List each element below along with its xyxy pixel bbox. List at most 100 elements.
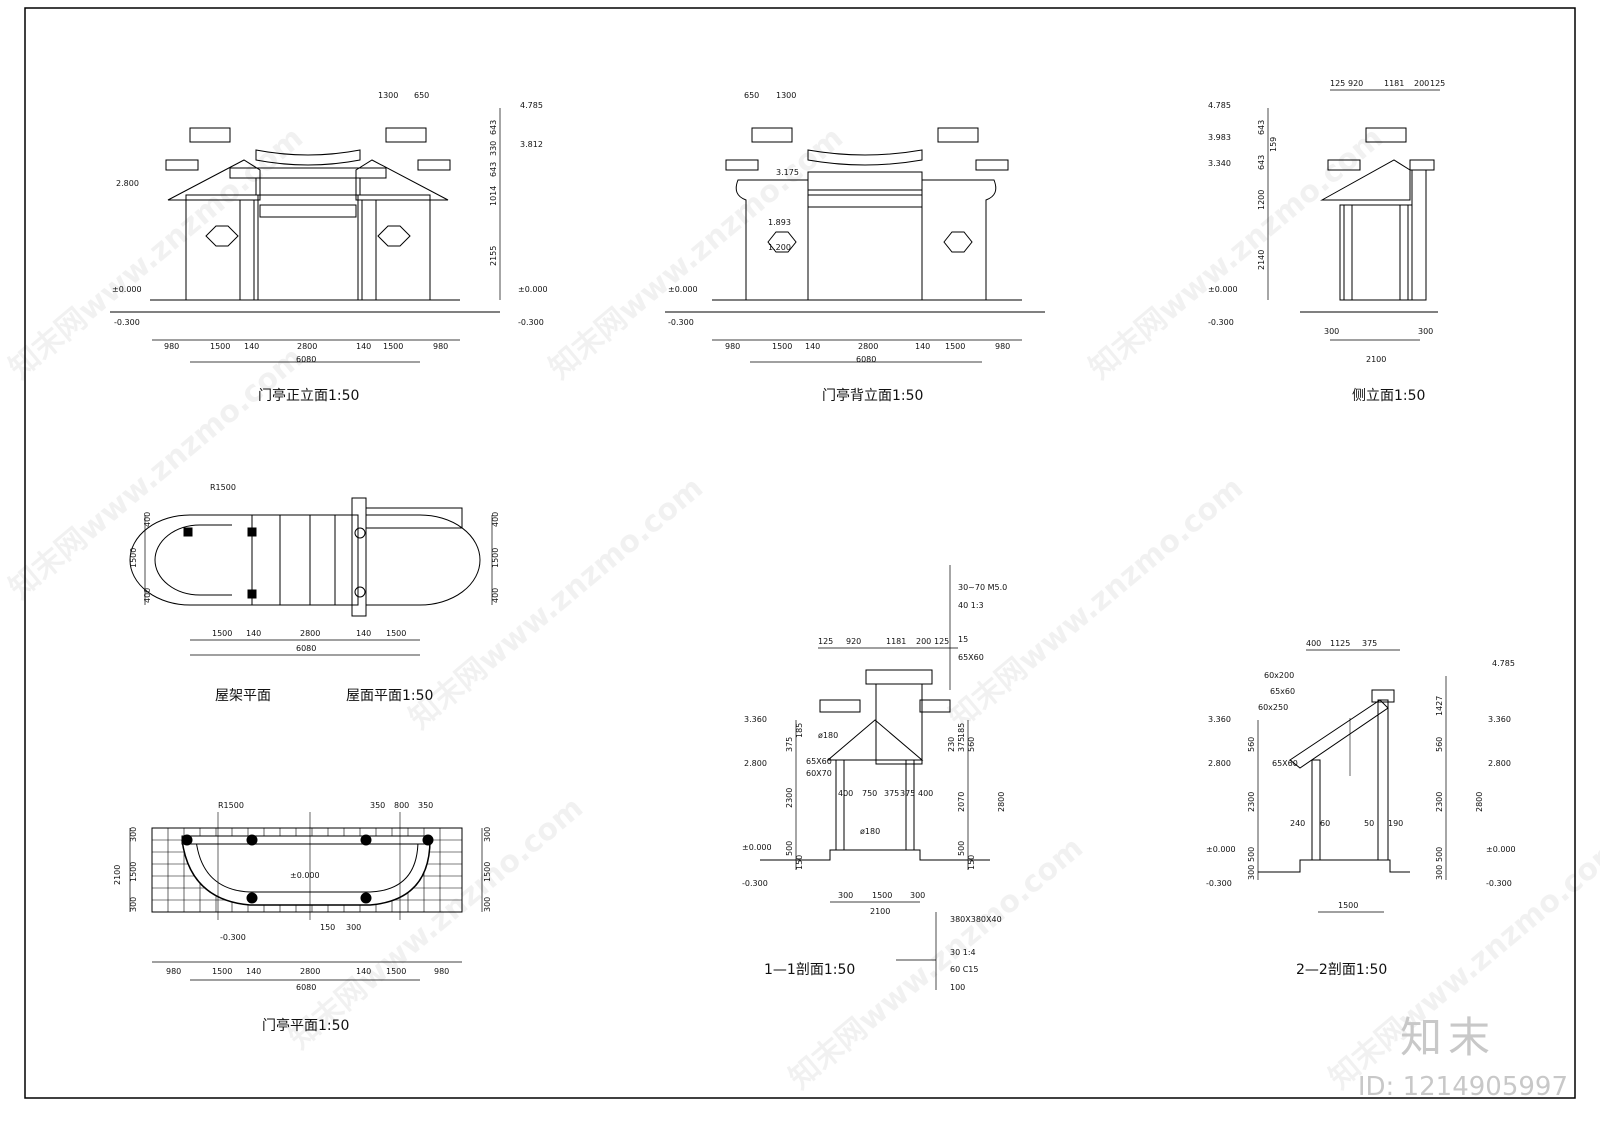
svg-text:650: 650	[744, 91, 759, 100]
svg-text:ø180: ø180	[818, 731, 838, 740]
svg-text:-0.300: -0.300	[114, 318, 140, 327]
svg-text:1500: 1500	[212, 629, 232, 638]
svg-text:300: 300	[838, 891, 853, 900]
svg-text:-0.300: -0.300	[1208, 318, 1234, 327]
svg-text:-0.300: -0.300	[1206, 879, 1232, 888]
svg-text:3.360: 3.360	[744, 715, 767, 724]
svg-text:2.800: 2.800	[1488, 759, 1511, 768]
svg-text:4.785: 4.785	[520, 101, 543, 110]
svg-text:±0.000: ±0.000	[1486, 845, 1516, 854]
svg-text:40 1:3: 40 1:3	[958, 601, 984, 610]
svg-text:300: 300	[483, 827, 492, 842]
svg-text:643: 643	[489, 162, 498, 177]
svg-text:2.800: 2.800	[116, 179, 139, 188]
svg-text:2.800: 2.800	[1208, 759, 1231, 768]
svg-text:2100: 2100	[113, 865, 122, 885]
front-elevation-dims: 980 1500 140 2800 140 1500 980 6080 1300…	[112, 91, 548, 364]
svg-text:200: 200	[916, 637, 931, 646]
svg-text:2800: 2800	[297, 342, 317, 351]
svg-text:500: 500	[1435, 847, 1444, 862]
svg-text:知末网www.znzmo.com: 知末网www.znzmo.com	[3, 120, 310, 386]
svg-text:150: 150	[967, 855, 976, 870]
svg-text:60x250: 60x250	[1258, 703, 1288, 712]
svg-text:4.785: 4.785	[1492, 659, 1515, 668]
svg-text:300: 300	[1247, 865, 1256, 880]
side-elevation-title: 侧立面1:50	[1352, 388, 1425, 404]
roof-frame-plan-title: 屋架平面	[215, 688, 271, 704]
svg-text:500: 500	[1247, 847, 1256, 862]
svg-text:140: 140	[356, 342, 371, 351]
svg-text:30~70 M5.0: 30~70 M5.0	[958, 583, 1007, 592]
svg-text:140: 140	[244, 342, 259, 351]
section-1-1-title: 1—1剖面1:50	[764, 962, 855, 978]
svg-text:1.893: 1.893	[768, 218, 791, 227]
svg-text:560: 560	[967, 737, 976, 752]
svg-text:400: 400	[491, 512, 500, 527]
svg-text:300: 300	[1418, 327, 1433, 336]
svg-text:643: 643	[489, 120, 498, 135]
back-elevation	[665, 127, 1045, 313]
svg-text:知末网www.znzmo.com: 知末网www.znzmo.com	[543, 120, 850, 386]
side-elevation-dims: 125 920 1181 200 125 643 159 643 1200 21…	[1208, 79, 1445, 364]
svg-text:643: 643	[1257, 120, 1266, 135]
svg-text:ø180: ø180	[860, 827, 880, 836]
svg-text:980: 980	[995, 342, 1010, 351]
back-elevation-title: 门亭背立面1:50	[822, 387, 923, 404]
svg-text:60: 60	[1320, 819, 1330, 828]
svg-text:2100: 2100	[870, 907, 890, 916]
svg-text:3.983: 3.983	[1208, 133, 1231, 142]
svg-text:375: 375	[785, 737, 794, 752]
svg-text:150: 150	[795, 855, 804, 870]
svg-text:980: 980	[725, 342, 740, 351]
svg-text:185: 185	[795, 723, 804, 738]
svg-text:1181: 1181	[1384, 79, 1404, 88]
side-elevation	[1300, 127, 1438, 313]
svg-text:1500: 1500	[1338, 901, 1358, 910]
svg-text:50: 50	[1364, 819, 1374, 828]
svg-text:-0.300: -0.300	[1486, 879, 1512, 888]
svg-text:3.360: 3.360	[1488, 715, 1511, 724]
svg-text:200: 200	[1414, 79, 1429, 88]
svg-text:140: 140	[805, 342, 820, 351]
svg-text:2070: 2070	[957, 792, 966, 812]
svg-text:1500: 1500	[386, 967, 406, 976]
svg-text:400: 400	[918, 789, 933, 798]
svg-text:300: 300	[129, 897, 138, 912]
svg-text:2300: 2300	[1435, 792, 1444, 812]
section-1-1-dims: 30~70 M5.0 40 1:3 15 65X60 125 920 1181 …	[742, 565, 1007, 992]
svg-text:3.812: 3.812	[520, 140, 543, 149]
pavilion-plan-dims: R1500 350 800 350 ±0.000 -0.300 150 300 …	[113, 801, 492, 992]
svg-text:980: 980	[166, 967, 181, 976]
svg-text:1.200: 1.200	[768, 243, 791, 252]
svg-text:R1500: R1500	[210, 483, 236, 492]
svg-text:65X60: 65X60	[958, 653, 984, 662]
svg-text:800: 800	[394, 801, 409, 810]
svg-text:1500: 1500	[772, 342, 792, 351]
section-2-2-dims: 400 1125 375 60x200 65x60 60x250 65X60 5…	[1206, 639, 1516, 913]
svg-text:150: 150	[320, 923, 335, 932]
svg-text:-0.300: -0.300	[518, 318, 544, 327]
svg-text:350: 350	[370, 801, 385, 810]
svg-text:125: 125	[1430, 79, 1445, 88]
svg-text:15: 15	[958, 635, 968, 644]
svg-text:1500: 1500	[386, 629, 406, 638]
svg-text:1500: 1500	[491, 548, 500, 568]
svg-text:1500: 1500	[129, 548, 138, 568]
svg-text:3.175: 3.175	[776, 168, 799, 177]
svg-text:1300: 1300	[776, 91, 796, 100]
svg-text:30 1:4: 30 1:4	[950, 948, 976, 957]
svg-text:1427: 1427	[1435, 696, 1444, 716]
svg-text:350: 350	[418, 801, 433, 810]
svg-text:±0.000: ±0.000	[742, 843, 772, 852]
svg-text:4.785: 4.785	[1208, 101, 1231, 110]
svg-text:-0.300: -0.300	[742, 879, 768, 888]
svg-text:375: 375	[957, 737, 966, 752]
svg-text:1500: 1500	[945, 342, 965, 351]
svg-text:560: 560	[1247, 737, 1256, 752]
svg-text:375: 375	[1362, 639, 1377, 648]
svg-text:65X60: 65X60	[1272, 759, 1298, 768]
svg-text:6080: 6080	[856, 355, 876, 364]
svg-text:240: 240	[1290, 819, 1305, 828]
brand-logo: 知末	[1399, 1013, 1496, 1062]
